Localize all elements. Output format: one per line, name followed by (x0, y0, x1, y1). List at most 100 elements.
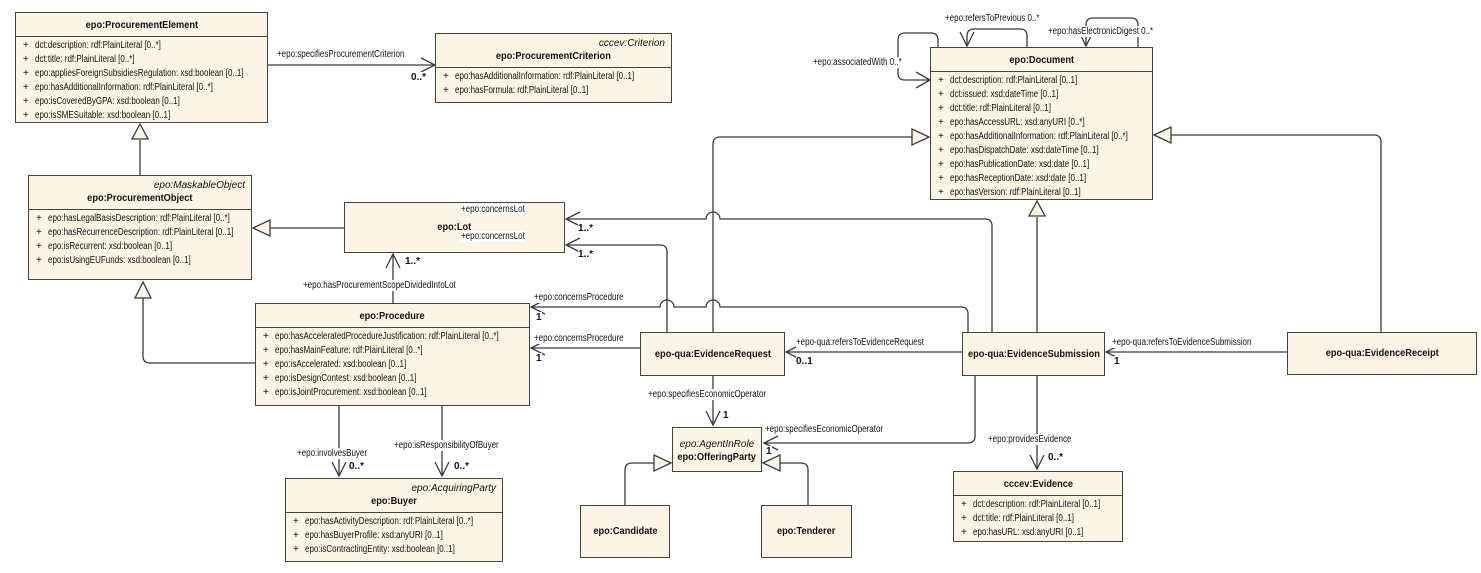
attribute-text: epo:hasActivityDescription: rdf:PlainLit… (305, 516, 474, 527)
attribute: +epo:isDesignContest: xsd:boolean [0..1] (256, 372, 529, 386)
multiplicity-mult-provides-evidence: 0..* (1048, 452, 1064, 463)
class-tenderer[interactable]: epo:Tenderer (761, 505, 852, 558)
visibility-marker: + (938, 75, 944, 86)
class-name: epo:Procedure (256, 304, 529, 323)
attribute: +epo:hasFormula: rdf:PlainLiteral [0..1] (436, 84, 671, 98)
attribute: +dct:title: rdf:PlainLiteral [0..1] (931, 102, 1152, 116)
compartment-divider (286, 512, 502, 513)
attributes-compartment: + dct:description: rdf:PlainLiteral [0..*… (16, 37, 267, 122)
class-name-text: cccev:Evidence (1003, 478, 1073, 490)
class-name-text: epo:Document (1009, 54, 1074, 66)
class-name-text: epo:ProcurementElement (85, 19, 198, 31)
visibility-marker: + (938, 89, 944, 100)
multiplicity-mult-concerns-lot-1: 1..* (578, 223, 594, 234)
generalization-lot-procurementobject[interactable] (251, 218, 344, 238)
class-name: epo:Buyer (286, 495, 502, 508)
attributes-compartment: +epo:hasActivityDescription: rdf:PlainLi… (286, 513, 502, 557)
edge-label-concerns-lot-2: +epo:concernsLot (461, 231, 525, 242)
attribute: +epo:isCoveredByGPA: xsd:boolean [0..1] (16, 95, 267, 109)
class-evidence[interactable]: cccev:Evidence+dct:description: rdf:Plai… (953, 471, 1123, 542)
class-document[interactable]: epo:Document +dct:description: rdf:PlainL… (930, 47, 1153, 200)
class-candidate[interactable]: epo:Candidate (580, 505, 670, 558)
multiplicity-mult-specifies-economic-operator-2: 1 (766, 446, 772, 457)
edge-label-associated-with: +epo:associatedWith 0..* (813, 57, 902, 68)
attribute-text: epo:hasAcceleratedProcedureJustification… (275, 331, 499, 342)
attribute: +epo:hasAdditionalInformation: rdf:Plain… (931, 130, 1152, 144)
multiplicity-mult-specifies-economic-operator-1: 1 (723, 410, 729, 421)
attribute-text: epo:hasRecurrenceDescription: rdf:PlainL… (48, 227, 234, 238)
attribute-text: epo:hasURL: xsd:anyURI [0..1] (973, 527, 1084, 538)
visibility-marker: + (23, 96, 29, 107)
attribute-text: epo:hasReceptionDate: xsd:date [0..1] (950, 173, 1087, 184)
class-evidence-receipt[interactable]: epo-qua:EvidenceReceipt (1287, 332, 1477, 375)
generalization-evidencereceipt-document[interactable] (1152, 125, 1382, 332)
visibility-marker: + (938, 187, 944, 198)
attribute: +epo:hasBuyerProfile: xsd:anyURI [0..1] (286, 529, 502, 543)
visibility-marker: + (938, 117, 944, 128)
attribute-text: epo:hasAccessURL: xsd:anyURI [0..*] (950, 117, 1085, 128)
association-concerns-lot-1[interactable] (564, 211, 993, 332)
generalization-evidencesubmission-document[interactable] (1027, 199, 1047, 332)
association-concerns-lot-2[interactable] (564, 237, 668, 332)
attribute: +epo:hasURL: xsd:anyURI [0..1] (954, 526, 1122, 540)
stereotype-label: cccev:Criterion (598, 38, 665, 49)
association-specifies-procurement-criterion[interactable] (268, 57, 437, 73)
class-name: epo:Candidate (589, 525, 662, 538)
edge-label-has-electronic-digest: +epo:hasElectronicDigest 0..* (1048, 26, 1154, 37)
attribute-text: dct:issued: xsd:dateTime [0..1] (950, 89, 1059, 100)
visibility-marker: + (23, 40, 29, 51)
attribute-text: epo:isSMESuitable: xsd:boolean [0..1] (35, 110, 171, 121)
association-has-procurement-scope-divided-into-lot[interactable] (385, 252, 401, 303)
class-name: epo:Document (931, 48, 1152, 67)
association-involves-buyer[interactable] (331, 405, 347, 478)
compartment-divider (931, 71, 1152, 72)
attribute: + epo:hasReceptionDate: xsd:date [0..1] (931, 172, 1152, 186)
self-association-refers-to-previous[interactable] (959, 28, 1028, 48)
multiplicity-mult-refers-to-evidence-submission: 1 (1114, 356, 1120, 367)
generalization-procurementobject-procurementelement[interactable] (130, 122, 150, 175)
visibility-marker: + (938, 173, 944, 184)
multiplicity-mult-concerns-procedure-2: 1 (536, 353, 542, 364)
attribute: + dct:description: rdf:PlainLiteral [0..*… (16, 39, 267, 53)
association-specifies-economic-operator-2[interactable] (762, 375, 976, 451)
attributes-compartment: +dct:description: rdf:PlainLiteral [0..1… (931, 72, 1152, 199)
association-refers-to-evidence-request[interactable] (784, 344, 962, 360)
attribute-text: dct:description: rdf:PlainLiteral [0..*] (35, 40, 161, 51)
visibility-marker: + (36, 255, 42, 266)
class-name: epo-qua:EvidenceReceipt (1318, 347, 1446, 360)
attribute-text: epo:isRecurrent: xsd:boolean [0..1] (48, 241, 173, 252)
generalization-evidencerequest-document[interactable] (712, 127, 931, 332)
attribute: +dct:title: rdf:PlainLiteral [0..*] (16, 53, 267, 67)
attribute-text: dct:title: rdf:PlainLiteral [0..1] (973, 513, 1074, 524)
multiplicity-mult-specifies-procurement-criterion: 0..* (411, 72, 427, 83)
class-evidence-request[interactable]: epo-qua:EvidenceRequest (640, 332, 785, 376)
attribute-text: epo:appliesForeignSubsidiesRegulation: x… (35, 68, 244, 79)
class-name-text: epo-qua:EvidenceReceipt (1325, 347, 1439, 359)
class-name-text: epo-qua:EvidenceRequest (654, 347, 771, 360)
class-lot[interactable]: epo:Lot (344, 202, 565, 253)
class-name-text: epo:Buyer (371, 495, 417, 507)
generalization-procedure-procurementobject[interactable] (133, 280, 255, 364)
attribute-text: epo:hasFormula: rdf:PlainLiteral [0..1] (455, 85, 589, 96)
edge-label-refers-to-evidence-submission: +epo-qua:refersToEvidenceSubmission (1112, 337, 1252, 348)
attribute-text: epo:isDesignContest: xsd:boolean [0..1] (275, 373, 417, 384)
generalization-tenderer-offeringparty[interactable] (761, 453, 809, 505)
association-provides-evidence[interactable] (1029, 375, 1045, 471)
class-evidence-submission[interactable]: epo-qua:EvidenceSubmission (962, 332, 1105, 376)
attribute-text: epo:hasDispatchDate: xsd:dateTime [0..1] (950, 145, 1099, 156)
edge-label-provides-evidence: +epo:providesEvidence (988, 434, 1072, 445)
attribute-text: dct:description: rdf:PlainLiteral [0..1] (973, 499, 1101, 510)
generalization-candidate-offeringparty[interactable] (624, 453, 673, 505)
association-specifies-economic-operator-1[interactable] (705, 375, 721, 427)
attribute: +epo:hasActivityDescription: rdf:PlainLi… (286, 515, 502, 529)
association-concerns-procedure-1[interactable] (529, 299, 969, 332)
attribute: + dct:issued: xsd:dateTime [0..1] (931, 88, 1152, 102)
class-procurement-element[interactable]: epo:ProcurementElement + dct:description: … (15, 12, 268, 123)
class-procedure[interactable]: epo:Procedure+epo:hasAcceleratedProcedur… (255, 303, 530, 406)
visibility-marker: + (938, 103, 944, 114)
